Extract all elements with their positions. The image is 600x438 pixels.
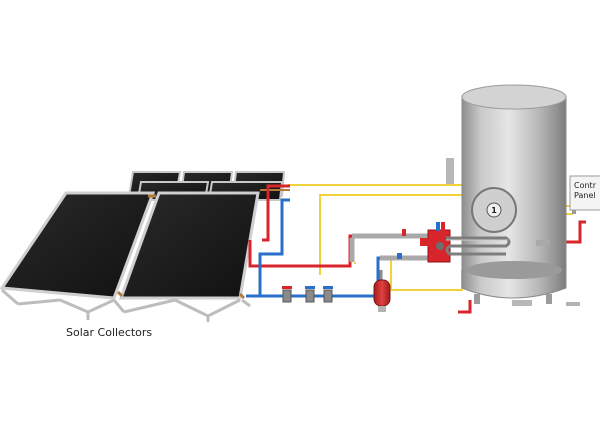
valve-group	[282, 286, 333, 303]
control-panel	[569, 175, 600, 214]
collector-panel-front-right	[118, 191, 260, 300]
control-panel-label-line1: Contr	[574, 181, 596, 190]
expansion-vessel	[373, 270, 391, 312]
valve-handle	[305, 286, 315, 289]
control-panel-label-line2: Panel	[574, 191, 596, 200]
valve	[305, 289, 315, 303]
collector-support-frame	[1, 288, 251, 322]
collector-panel-front-left	[0, 191, 156, 300]
valve	[323, 289, 333, 303]
cold-pipes	[246, 198, 432, 298]
component-number-label: 1	[491, 206, 497, 215]
pipe-insulation	[349, 233, 430, 262]
solar-collectors-label: Solar Collectors	[66, 326, 153, 339]
valve-handle	[323, 286, 333, 289]
valve-handle	[282, 286, 292, 289]
heat-exchanger-coil	[445, 236, 511, 256]
collector-front-row	[0, 191, 260, 322]
valve	[282, 289, 292, 303]
storage-tank	[445, 84, 580, 306]
collector-copper-stub	[116, 290, 124, 298]
collector-copper-stub	[238, 292, 246, 300]
